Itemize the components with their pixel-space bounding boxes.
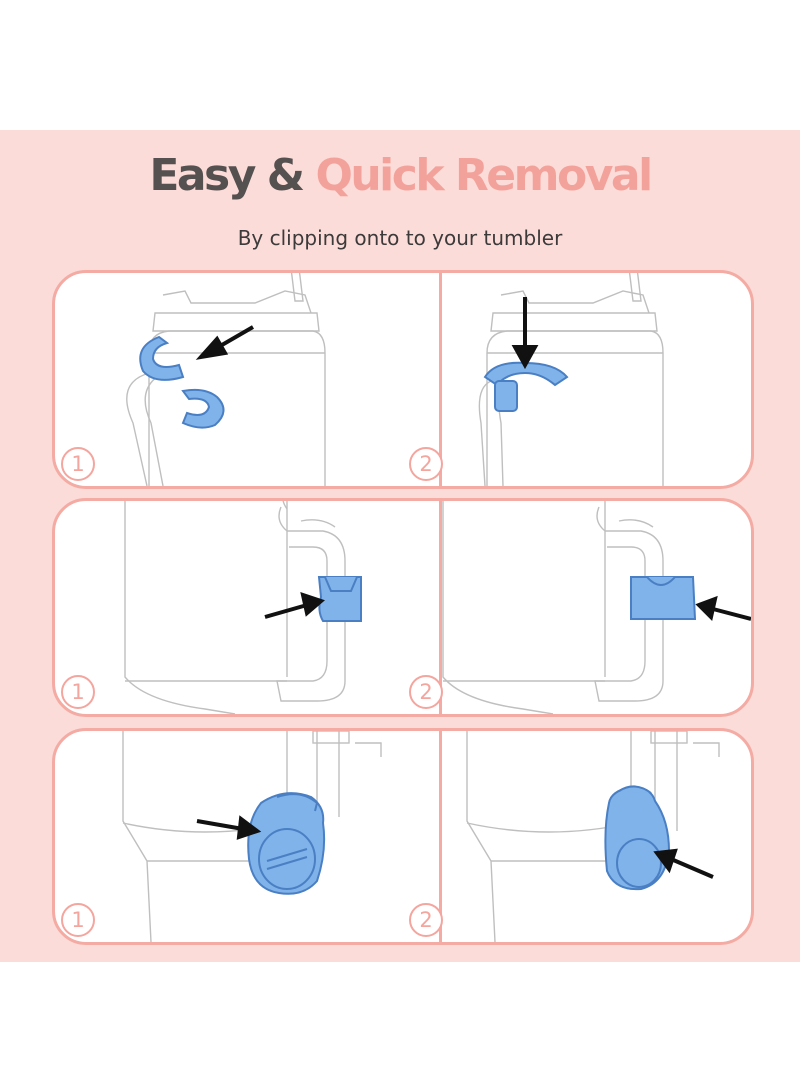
clip-right-row2 <box>630 576 697 620</box>
step-number-2: 2 <box>409 447 443 481</box>
row2-divider <box>439 501 442 714</box>
step-number-2: 2 <box>409 903 443 937</box>
step-number-2: 2 <box>409 675 443 709</box>
knob-clip-left <box>247 792 326 895</box>
instruction-row-3: 1 2 <box>52 728 754 945</box>
instruction-row-2: 1 2 <box>52 498 754 717</box>
step-number-1: 1 <box>61 903 95 937</box>
row1-illustration <box>126 273 664 486</box>
title-easy: Easy & <box>149 150 316 201</box>
step-number-1: 1 <box>61 447 95 481</box>
row3-divider <box>439 731 442 942</box>
clip-left-step1 <box>139 335 225 429</box>
knob-clip-right <box>604 785 671 891</box>
title-quick-removal: Quick Removal <box>315 150 653 201</box>
instruction-row-1: 1 2 <box>52 270 754 489</box>
row2-illustration <box>124 501 751 714</box>
row3-illustration <box>122 731 720 942</box>
page-subtitle: By clipping onto to your tumbler <box>237 226 563 250</box>
step-number-1: 1 <box>61 675 95 709</box>
clip-left-row2 <box>317 576 362 622</box>
page-title: Easy & Quick Removal <box>0 150 800 201</box>
clip-right-step2 <box>483 361 569 412</box>
row1-divider <box>439 273 442 486</box>
